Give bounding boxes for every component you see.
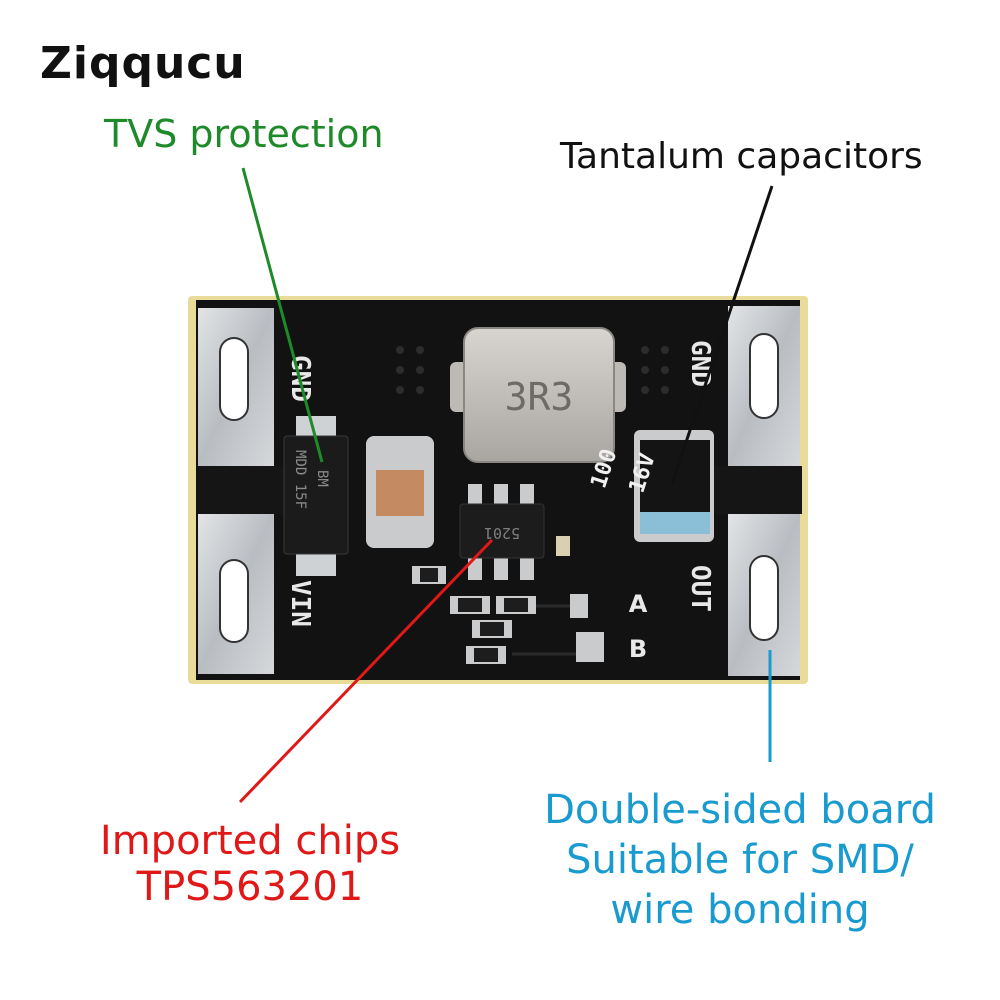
tantalum-pointer-line xyxy=(670,185,774,485)
tantalum-callout-label: Tantalum capacitors xyxy=(560,136,923,177)
board-callout-line3: wire bonding xyxy=(610,887,870,933)
brand-name: Ziqqucu xyxy=(40,38,246,89)
right-terminals xyxy=(712,306,802,676)
board-callout-line2: Suitable for SMD/ xyxy=(566,837,914,883)
ceramic-capacitor xyxy=(366,436,434,548)
out-label: OUT xyxy=(685,565,715,612)
tvs-callout-label: TVS protection xyxy=(104,112,384,156)
tvs-pointer-line xyxy=(241,167,324,463)
tps-chip: 5201 xyxy=(459,484,545,580)
chip-callout-label: Imported chips TPS563201 xyxy=(60,818,440,910)
chip-callout-line1: Imported chips xyxy=(99,818,401,864)
board-callout-line1: Double-sided board xyxy=(544,787,936,833)
pad-b-label: B xyxy=(629,635,647,663)
left-terminals xyxy=(198,308,288,674)
chip-marking: 5201 xyxy=(484,524,520,542)
vin-label: VIN xyxy=(285,580,315,627)
chip-pointer-line xyxy=(238,538,494,804)
gnd-right-label: GND xyxy=(685,340,715,387)
pad-a-label: A xyxy=(629,590,648,618)
inductor-marking: 3R3 xyxy=(505,375,574,419)
board-callout-label: Double-sided board Suitable for SMD/ wir… xyxy=(500,785,980,935)
brand-logo: Ziqqucu xyxy=(40,34,260,94)
inductor: 3R3 xyxy=(450,327,626,463)
via-dots xyxy=(396,346,669,394)
chip-callout-line2: TPS563201 xyxy=(136,864,364,910)
small-smd-parts xyxy=(412,536,604,664)
tvs-code-line1: MDD 15F xyxy=(292,450,308,509)
tvs-code-line2: BM xyxy=(314,470,330,487)
